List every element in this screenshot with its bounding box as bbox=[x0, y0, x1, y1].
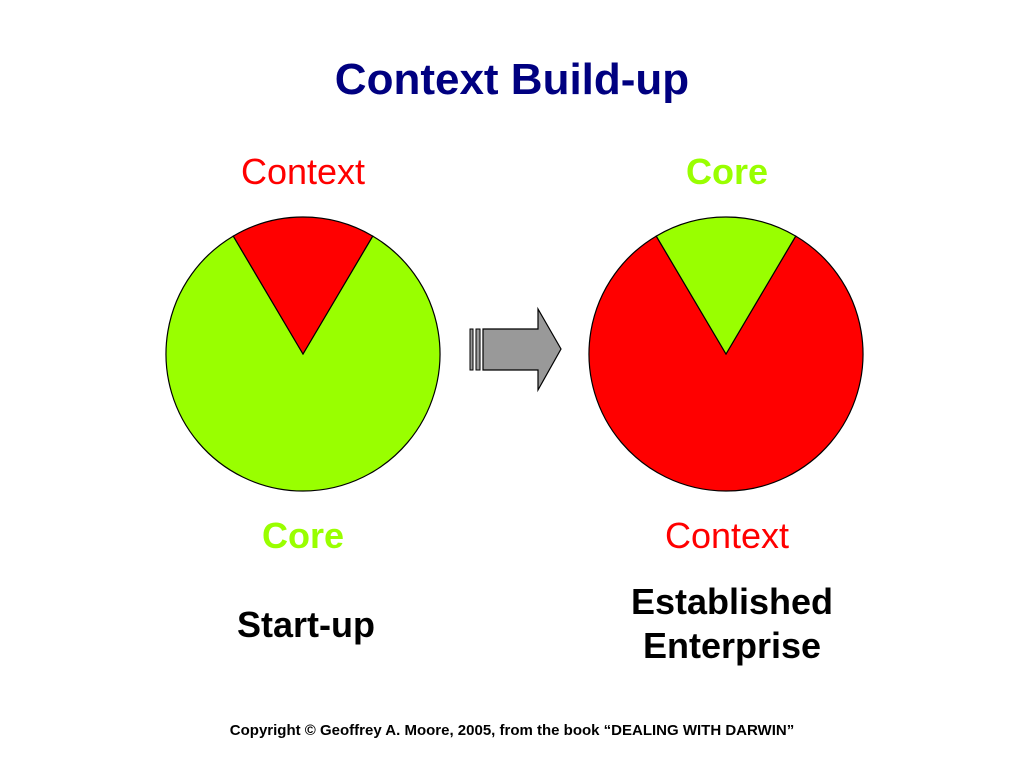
copyright-notice: Copyright © Geoffrey A. Moore, 2005, fro… bbox=[229, 722, 795, 739]
right-top-label: Core bbox=[685, 151, 769, 192]
left-bottom-label: Core bbox=[261, 515, 345, 556]
left-top-label: Context bbox=[240, 151, 366, 192]
right-arrow-icon bbox=[469, 306, 562, 393]
right-pie bbox=[588, 216, 864, 492]
left-pie bbox=[165, 216, 441, 492]
left-pie-core-slice bbox=[165, 235, 441, 492]
right-pie-core-slice bbox=[655, 216, 797, 356]
right-caption-line2: Enterprise bbox=[642, 625, 822, 666]
right-caption-line1: Established bbox=[630, 581, 834, 622]
right-caption: Established Enterprise bbox=[582, 580, 882, 668]
right-pie-context-slice bbox=[588, 235, 864, 492]
left-caption: Start-up bbox=[237, 604, 375, 645]
right-bottom-label: Context bbox=[664, 515, 790, 556]
left-pie-context-slice bbox=[232, 216, 374, 356]
slide-title: Context Build-up bbox=[334, 55, 690, 104]
